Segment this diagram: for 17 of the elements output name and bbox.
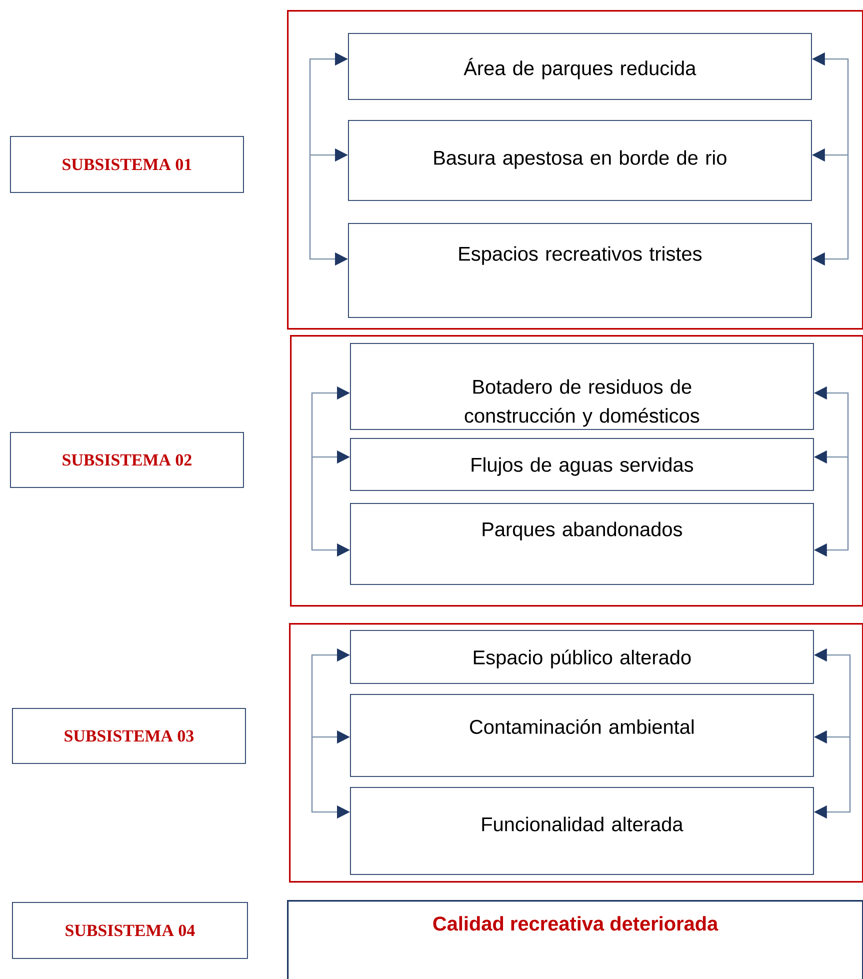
problem-box: Flujos de aguas servidas: [350, 438, 814, 491]
problem-box: Parques abandonados: [350, 503, 814, 585]
result-box: Calidad recreativa deteriorada: [287, 900, 863, 979]
problem-box: Espacios recreativos tristes: [348, 223, 812, 318]
subsystem-box: SUBSISTEMA 01: [10, 136, 244, 193]
group-frame: [289, 623, 863, 883]
problem-box: Contaminación ambiental: [350, 694, 814, 777]
problem-box: Espacio público alterado: [350, 630, 814, 684]
group-frame: [287, 10, 863, 330]
problem-box: Funcionalidad alterada: [350, 787, 814, 875]
subsystem-box: SUBSISTEMA 03: [12, 708, 246, 764]
subsystem-box: SUBSISTEMA 04: [12, 902, 248, 959]
subsystem-box: SUBSISTEMA 02: [10, 432, 244, 488]
group-frame: [290, 335, 863, 607]
problem-box: Área de parques reducida: [348, 33, 812, 100]
problem-box: Basura apestosa en borde de rio: [348, 120, 812, 201]
problem-box: Botadero de residuos de construcción y domésticos: [350, 343, 814, 430]
